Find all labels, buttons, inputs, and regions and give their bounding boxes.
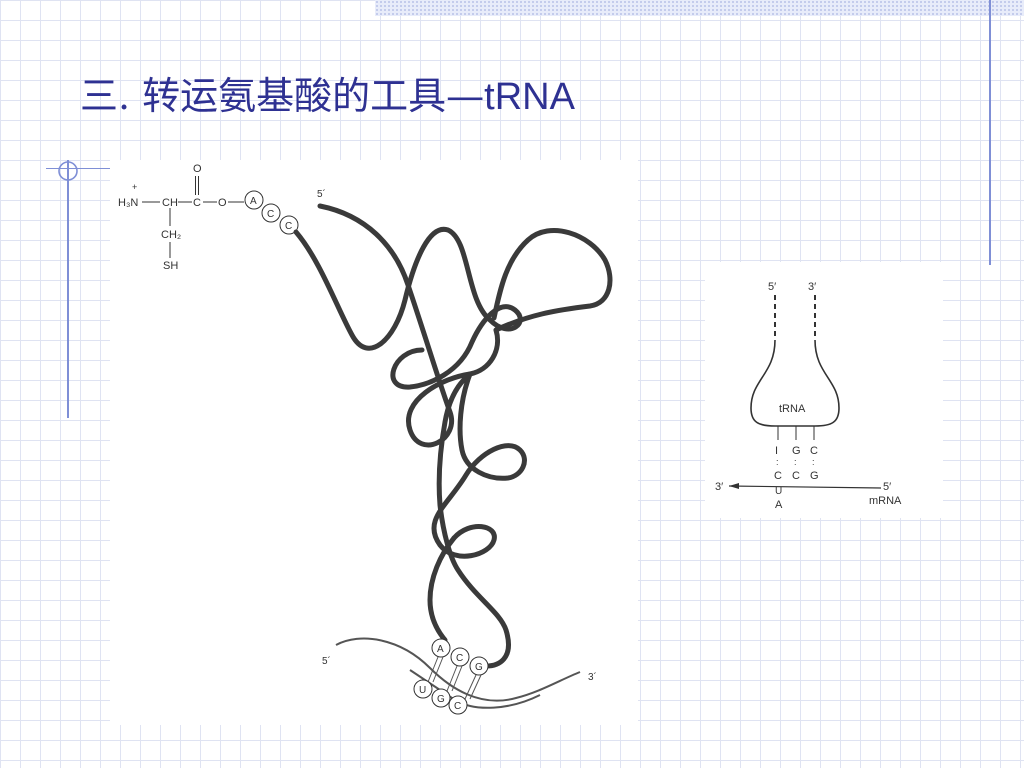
carbonyl-oxygen: O <box>193 163 202 175</box>
pair-line-3a <box>464 674 477 700</box>
acceptor-base-2: C <box>267 209 274 220</box>
codon-circle-1 <box>413 679 433 699</box>
pair-dot-2: : <box>794 457 797 467</box>
trna-5prime: 5′ <box>768 281 776 293</box>
trna-ribbon <box>293 203 613 669</box>
anticodon-base-3: G <box>475 662 483 673</box>
anticodon-1: I <box>775 445 778 457</box>
acceptor-circle-1 <box>244 190 264 210</box>
anticodon-base-2: C <box>456 653 463 664</box>
pair-line-1a <box>427 656 439 683</box>
trna-5prime-label: 5´ <box>317 188 326 200</box>
ribbon-anticodon-stem-b <box>427 535 457 643</box>
slide-title: 三. 转运氨基酸的工具—tRNA <box>80 70 575 123</box>
pair-dot-3: : <box>812 457 815 467</box>
pair-line-3b <box>469 674 482 700</box>
codon-base-3: C <box>454 701 461 712</box>
pair-line-2b <box>451 665 463 692</box>
codon-base-2: G <box>437 694 445 705</box>
carbonyl-carbon: C <box>193 197 201 209</box>
mrna-arrowhead <box>729 483 739 489</box>
top-decor-band <box>375 0 1024 16</box>
left-accent-hline <box>46 168 110 169</box>
codon-base-1: U <box>419 685 426 696</box>
trna-ribbon-figure: + H₃N CH C O O CH₂ SH A C C <box>110 160 638 725</box>
pair-line-1b <box>432 656 444 683</box>
anticodon-2: G <box>792 445 801 457</box>
trna-3prime: 3′ <box>808 281 816 293</box>
slide-title-cn: 三. 转运氨基酸的工具— <box>80 74 485 118</box>
acceptor-base-1: A <box>250 196 257 207</box>
left-accent-line <box>67 160 69 418</box>
anticodon-3: C <box>810 445 818 457</box>
ribbon-middle <box>431 371 527 559</box>
codon-2: C <box>792 470 800 482</box>
acceptor-circle-3 <box>279 215 299 235</box>
anticodon-circle-2 <box>450 647 470 667</box>
anticodon-circle-1 <box>431 638 451 658</box>
mrna-5prime: 5′ <box>883 481 891 493</box>
acceptor-circle-2 <box>261 203 281 223</box>
mrna-label: mRNA <box>869 495 902 507</box>
anticodon-circle-3 <box>469 656 489 676</box>
ribbon-t-loop <box>491 228 613 333</box>
beta-carbon: CH₂ <box>161 229 181 241</box>
mrna-3prime: 3′ <box>715 481 723 493</box>
acceptor-ac-c <box>244 190 299 235</box>
trna-label: tRNA <box>779 403 806 415</box>
wobble-alt-base: A <box>775 499 783 511</box>
pair-line-2a <box>446 665 458 692</box>
right-accent-line <box>989 0 991 265</box>
anticodon-circles <box>431 638 489 676</box>
circle-accent-icon <box>58 161 78 181</box>
nh3-charge: + <box>132 182 137 192</box>
thiol-group: SH <box>163 260 178 272</box>
anticodon-base-1: A <box>437 644 444 655</box>
nh3-group: H₃N <box>118 197 138 209</box>
acceptor-base-3: C <box>285 221 292 232</box>
wobble-base: U <box>775 486 782 497</box>
slide-title-en: tRNA <box>484 76 575 118</box>
trna-body <box>750 339 840 427</box>
mrna-3prime-label: 3´ <box>588 671 597 683</box>
mrna-strand <box>335 637 581 702</box>
codon-circles <box>413 679 468 715</box>
ribbon-left-loop <box>293 226 523 390</box>
mrna-line <box>728 485 882 489</box>
mrna-5prime-label: 5´ <box>322 655 331 667</box>
codon-3: G <box>810 470 819 482</box>
codon-circle-3 <box>448 695 468 715</box>
codon-circle-2 <box>431 688 451 708</box>
ester-oxygen: O <box>218 197 227 209</box>
alpha-carbon: CH <box>162 197 178 209</box>
codon-1: C <box>774 470 782 482</box>
pair-dot-1: : <box>776 457 779 467</box>
base-pair-lines <box>427 656 482 700</box>
trna-ribbon-svg: + H₃N CH C O O CH₂ SH A C C <box>118 163 613 715</box>
codon-anticodon-svg: 5′ 3′ tRNA I G C : : : C C G 3′ 5′ U A m… <box>715 281 902 511</box>
codon-anticodon-figure: 5′ 3′ tRNA I G C : : : C C G 3′ 5′ U A m… <box>705 262 943 518</box>
